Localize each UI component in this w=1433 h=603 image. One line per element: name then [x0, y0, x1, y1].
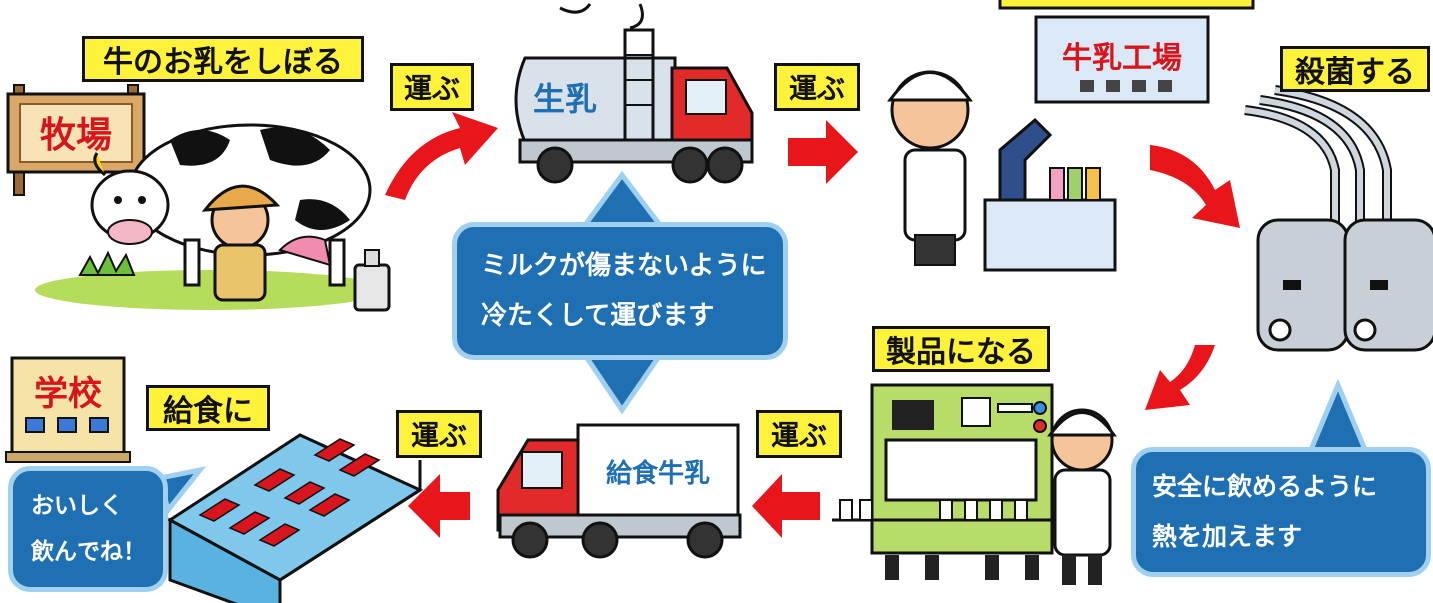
- arrow-delivery-to-school: [408, 474, 470, 538]
- transport-label-1: 運ぶ: [390, 63, 474, 111]
- bubble-enjoy-line-1: おいしく: [31, 493, 123, 519]
- bubble-heat-sterilize: 安全に飲めるように 熱を加えます: [1131, 447, 1431, 577]
- step-label-milking: 牛のお乳をしぼる: [82, 36, 364, 82]
- bottling-machine: [832, 383, 1117, 585]
- step-label-lunch: 給食に: [146, 385, 270, 431]
- bubble-enjoy-line-2: 飲んでね！: [31, 539, 146, 565]
- sterilization-tanks: [1244, 85, 1433, 352]
- farm-sign-text: 牧場: [40, 115, 112, 156]
- arrow-tanker-to-factory: [788, 120, 858, 184]
- transport-label-2: 運ぶ: [774, 63, 860, 111]
- school-building: 学校: [5, 356, 131, 463]
- milk-crate: [167, 433, 424, 603]
- transport-label-3: 運ぶ: [396, 410, 482, 458]
- bubble-cold-line-1: ミルクが傷まないように: [481, 251, 767, 281]
- tanker-label: 生乳: [533, 80, 597, 118]
- delivery-truck: 給食牛乳: [496, 423, 742, 559]
- factory-scene: 牛乳工場: [887, 15, 1210, 272]
- farm-scene: 牧場: [6, 84, 391, 312]
- transport-label-4: 運ぶ: [756, 410, 842, 458]
- bubble-cold-tail-up: [580, 170, 666, 228]
- factory-sign: [1034, 15, 1210, 104]
- title-decoration: [559, 3, 644, 30]
- tanker-truck: 生乳: [514, 28, 754, 184]
- bubble-heat-line-2: 熱を加えます: [1152, 522, 1303, 551]
- bubble-cold-tail-down: [580, 352, 665, 415]
- bubble-cold-transport: ミルクが傷まないように 冷たくして運びます: [452, 222, 788, 360]
- bubble-cold-line-2: 冷たくして運びます: [481, 301, 715, 331]
- arrow-farm-to-tanker: [385, 112, 498, 200]
- bubble-heat-tail: [1306, 378, 1370, 455]
- school-sign-text: 学校: [34, 374, 102, 414]
- delivery-label: 給食牛乳: [606, 458, 710, 489]
- arrow-factory-to-tanks: [1150, 145, 1240, 228]
- bubble-heat-line-1: 安全に飲めるように: [1152, 472, 1378, 501]
- factory-title-box-edge: [998, 0, 1255, 10]
- arrow-machine-to-delivery: [752, 474, 820, 538]
- factory-sign-text: 牛乳工場: [1062, 41, 1182, 76]
- bubble-enjoy: おいしく 飲んでね！: [8, 466, 168, 592]
- step-label-product: 製品になる: [872, 326, 1050, 372]
- step-label-sterilize: 殺菌する: [1280, 46, 1430, 92]
- arrow-tanks-to-product: [1145, 345, 1215, 410]
